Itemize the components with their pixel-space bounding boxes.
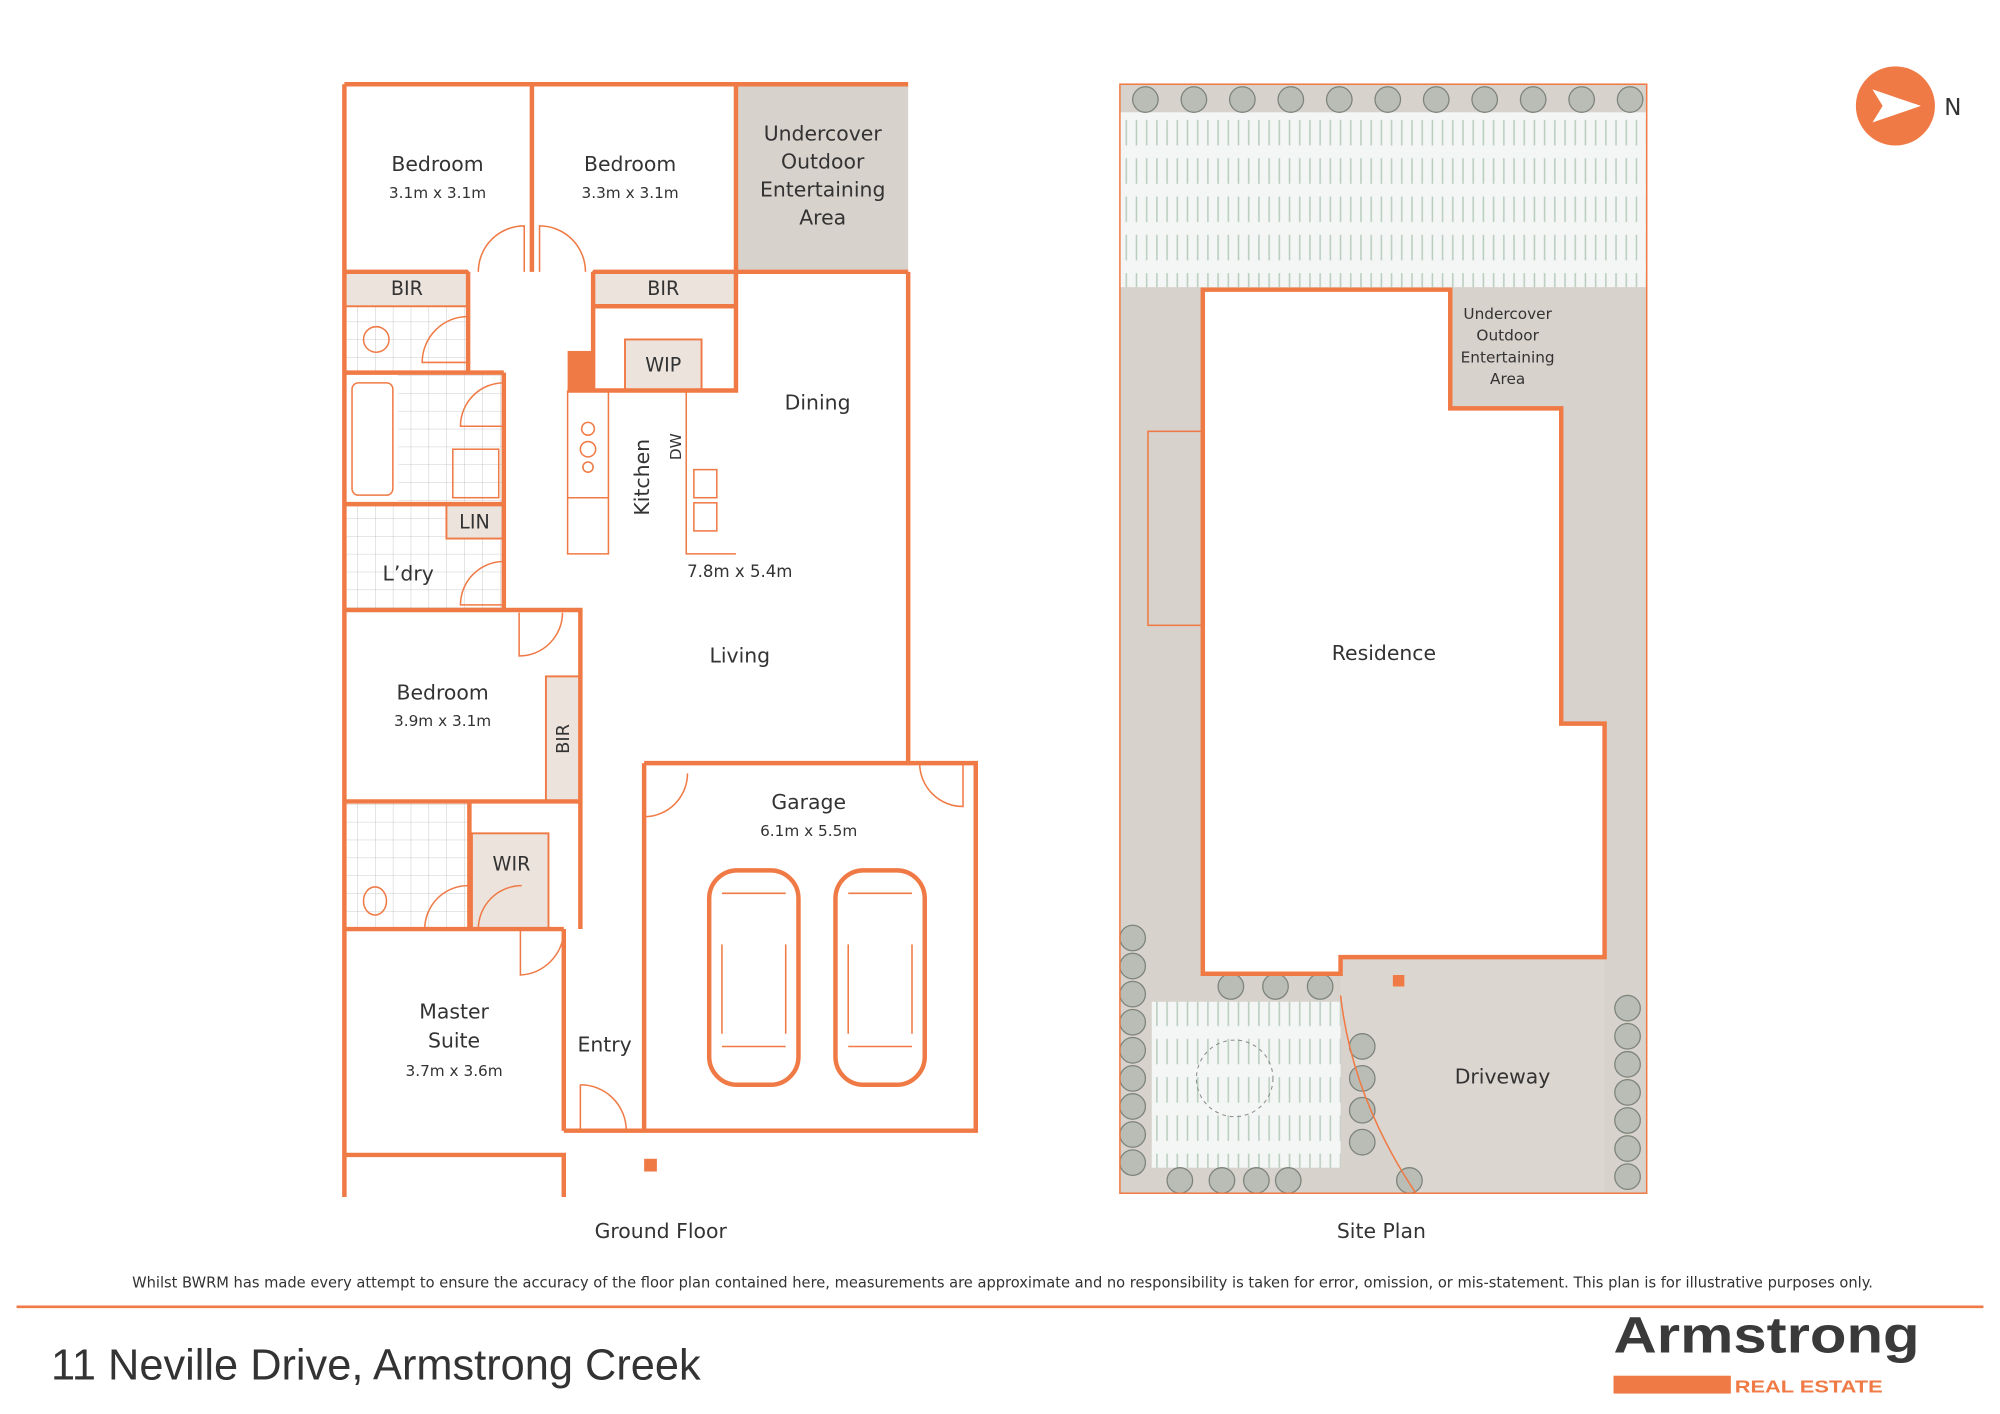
logo-tagline: REAL ESTATE <box>1735 1376 1883 1396</box>
shrub-icon <box>1119 1064 1147 1092</box>
shrub-icon <box>1614 1079 1641 1106</box>
shrub-icon <box>1616 86 1644 113</box>
master-label: Suite <box>428 1029 480 1053</box>
dw-label: DW <box>667 433 685 460</box>
shrub-icon <box>1519 86 1547 113</box>
master-size: 3.7m x 3.6m <box>405 1062 502 1080</box>
shrub-icon <box>1274 1167 1302 1194</box>
lin-label: LIN <box>459 510 490 533</box>
disclaimer: Whilst BWRM has made every attempt to en… <box>132 1275 1873 1292</box>
shrub-row <box>1119 86 1644 1194</box>
shrub-icon <box>1262 973 1289 1000</box>
outdoor-label: Outdoor <box>781 149 865 173</box>
bir-label: BIR <box>391 277 423 300</box>
outdoor-label: Area <box>799 206 846 230</box>
ground-floor-plan: Bedroom 3.1m x 3.1m Bedroom 3.3m x 3.1m … <box>342 81 978 1243</box>
entry-label: Entry <box>577 1033 631 1057</box>
car-icon <box>833 868 927 1087</box>
shrub-icon <box>1614 1135 1641 1162</box>
shrub-icon <box>1422 86 1450 113</box>
living-size: 7.8m x 5.4m <box>687 562 792 581</box>
outdoor-label: Outdoor <box>1476 327 1539 345</box>
shrub-icon <box>1208 1167 1236 1194</box>
room-size: 3.9m x 3.1m <box>394 712 491 730</box>
laundry-label: L’dry <box>383 562 434 586</box>
shrub-icon <box>1217 973 1245 1000</box>
garage-label: Garage <box>771 790 846 814</box>
dining-label: Dining <box>785 391 851 415</box>
car-icon <box>706 868 801 1087</box>
armstrong-logo: Armstrong REAL ESTATE <box>1613 1307 1920 1396</box>
bir-label: BIR <box>647 277 679 300</box>
wir-label: WIR <box>493 852 531 875</box>
outdoor-label: Undercover <box>1463 305 1552 323</box>
wip-label: WIP <box>645 353 681 376</box>
shrub-icon <box>1119 1121 1147 1148</box>
site-plan: Undercover Outdoor Entertaining Area Res… <box>1119 83 1648 1243</box>
lin-box <box>445 503 505 540</box>
shrub-icon <box>1614 994 1641 1022</box>
shrub-icon <box>1119 1036 1147 1064</box>
shrub-icon <box>1614 1022 1641 1050</box>
driveway-label: Driveway <box>1455 1064 1551 1088</box>
ground-floor-title: Ground Floor <box>595 1219 728 1243</box>
tree-icon <box>1195 1039 1274 1118</box>
garage-size: 6.1m x 5.5m <box>760 822 857 840</box>
shrub-icon <box>1614 1163 1641 1191</box>
kitchen-label: Kitchen <box>630 439 654 516</box>
north-label: N <box>1944 95 1961 121</box>
outdoor-label: Entertaining <box>760 178 885 202</box>
wir-box <box>470 832 550 931</box>
shrub-icon <box>1306 973 1334 1000</box>
shrub-icon <box>1228 86 1256 113</box>
shrub-icon <box>1166 1167 1194 1194</box>
room-name: Bedroom <box>396 680 488 704</box>
shrub-icon <box>1374 86 1402 113</box>
site-plan-title: Site Plan <box>1337 1219 1426 1243</box>
marker <box>1392 974 1405 987</box>
shrub-icon <box>1348 1064 1376 1092</box>
living-label: Living <box>709 643 770 667</box>
outdoor-area-texture <box>735 84 909 272</box>
outdoor-label: Area <box>1490 370 1525 388</box>
room-size: 3.1m x 3.1m <box>389 184 486 202</box>
room-name: Bedroom <box>391 152 483 176</box>
shrub-icon <box>1568 86 1596 113</box>
property-address: 11 Neville Drive, Armstrong Creek <box>51 1342 701 1390</box>
outdoor-label: Undercover <box>764 121 883 145</box>
shrub-icon <box>1614 1107 1641 1134</box>
master-label: Master <box>419 999 489 1023</box>
shrub-icon <box>1180 86 1208 113</box>
shrub-icon <box>1396 1167 1423 1194</box>
shrub-icon <box>1471 86 1499 113</box>
shrub-icon <box>1614 1050 1641 1078</box>
shrub-icon <box>1242 1167 1270 1194</box>
outdoor-label: Entertaining <box>1461 348 1555 366</box>
shrub-icon <box>1119 1149 1147 1176</box>
north-arrow-icon <box>1855 66 1935 146</box>
marker <box>644 1158 657 1172</box>
shrub-icon <box>1348 1033 1376 1060</box>
logo-name: Armstrong <box>1614 1307 1920 1364</box>
shrub-icon <box>1119 924 1147 952</box>
shrub-icon <box>1325 86 1353 113</box>
room-name: Bedroom <box>584 152 676 176</box>
shrub-icon <box>1119 1093 1147 1120</box>
shrub-icon <box>1277 86 1305 113</box>
shrub-icon <box>1132 86 1159 113</box>
bir-label: BIR <box>553 724 574 754</box>
room-size: 3.3m x 3.1m <box>581 184 678 202</box>
shrub-icon <box>1119 980 1147 1008</box>
shrub-icon <box>1119 1008 1147 1036</box>
shrub-icon <box>1119 952 1147 980</box>
residence-label: Residence <box>1332 641 1436 665</box>
shrub-icon <box>1348 1128 1376 1156</box>
